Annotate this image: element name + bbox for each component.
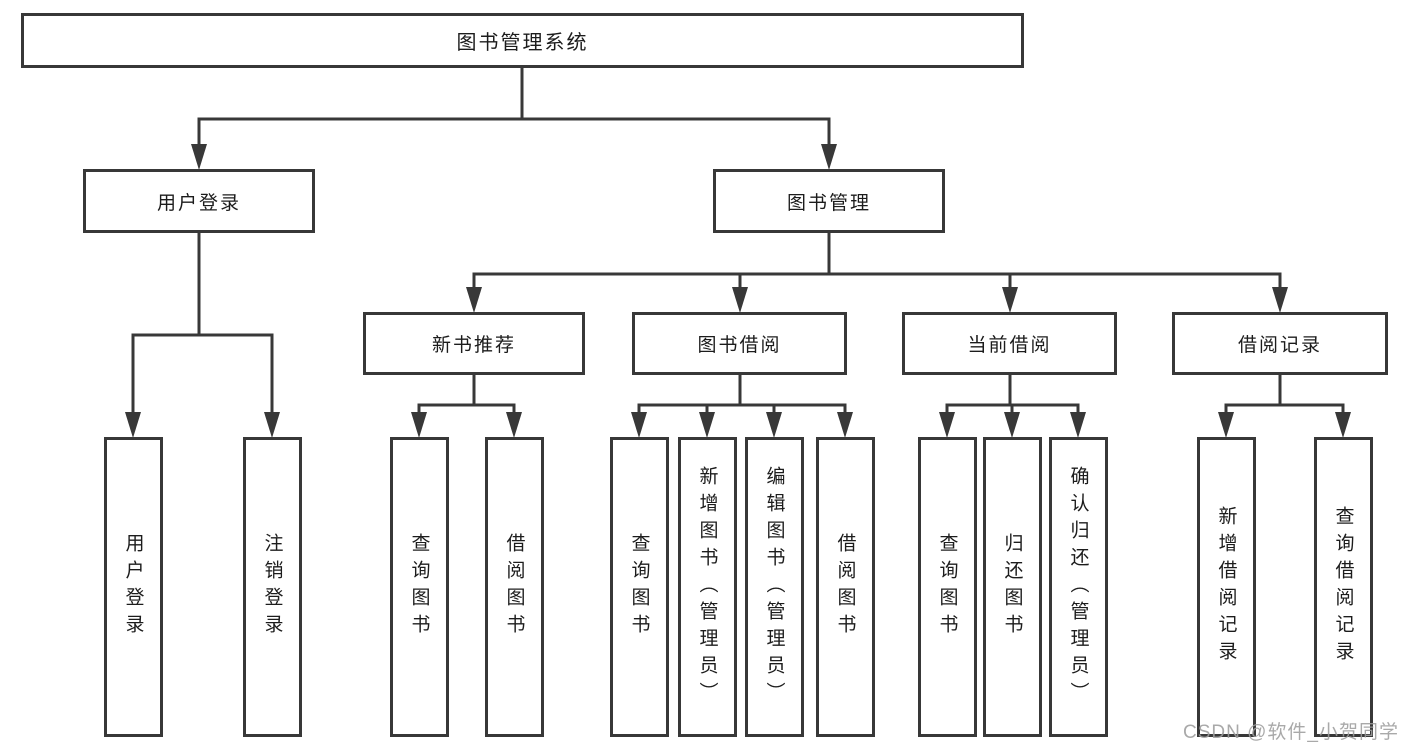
box-leaf-borrow-query-book: 查询图书 — [609, 437, 669, 737]
arrowhead-icon — [506, 412, 522, 438]
box-leaf-return-book: 归还图书 — [982, 437, 1042, 737]
box-book-management-label: 图书管理 — [786, 192, 871, 214]
box-new-book-recommend: 新书推荐 — [363, 312, 585, 375]
box-leaf-borrow-borrow-book-label: 借阅图书 — [834, 533, 856, 641]
arrowhead-icon — [1218, 412, 1234, 438]
box-leaf-recommend-borrow-book: 借阅图书 — [484, 437, 544, 737]
box-leaf-logout: 注销登录 — [242, 437, 302, 737]
box-leaf-edit-book-admin: 编辑图书（管理员） — [744, 437, 804, 737]
box-new-book-recommend-label: 新书推荐 — [431, 335, 516, 356]
box-leaf-query-borrow-record: 查询借阅记录 — [1313, 437, 1373, 737]
box-root-label: 图书管理系统 — [456, 32, 589, 54]
box-leaf-user-login: 用户登录 — [103, 437, 163, 737]
box-leaf-recommend-query-book-label: 查询图书 — [408, 533, 430, 641]
box-borrow-record-label: 借阅记录 — [1237, 335, 1322, 356]
box-leaf-recommend-borrow-book-label: 借阅图书 — [503, 533, 525, 641]
box-borrow-record: 借阅记录 — [1172, 312, 1388, 375]
box-leaf-add-borrow-record-label: 新增借阅记录 — [1215, 506, 1237, 668]
arrowhead-icon — [699, 412, 715, 438]
arrowhead-icon — [411, 412, 427, 438]
box-book-management: 图书管理 — [713, 169, 945, 233]
box-current-borrow-label: 当前借阅 — [967, 335, 1052, 356]
box-leaf-confirm-return-admin-label: 确认归还（管理员） — [1067, 465, 1089, 709]
arrowhead-icon — [631, 412, 647, 438]
box-root: 图书管理系统 — [21, 13, 1024, 68]
box-leaf-confirm-return-admin: 确认归还（管理员） — [1048, 437, 1108, 737]
box-leaf-borrow-borrow-book: 借阅图书 — [815, 437, 875, 737]
box-book-borrow: 图书借阅 — [632, 312, 847, 375]
box-leaf-recommend-query-book: 查询图书 — [389, 437, 449, 737]
arrowhead-icon — [1070, 412, 1086, 438]
arrowhead-icon — [1335, 412, 1351, 438]
box-leaf-add-borrow-record: 新增借阅记录 — [1196, 437, 1256, 737]
arrowhead-icon — [264, 412, 280, 438]
box-leaf-return-book-label: 归还图书 — [1001, 533, 1023, 641]
arrowhead-icon — [732, 287, 748, 313]
box-user-login-label: 用户登录 — [156, 192, 241, 214]
box-leaf-query-borrow-record-label: 查询借阅记录 — [1332, 506, 1354, 668]
arrowhead-icon — [1002, 287, 1018, 313]
arrowhead-icon — [1272, 287, 1288, 313]
box-current-borrow: 当前借阅 — [902, 312, 1117, 375]
box-leaf-borrow-query-book-label: 查询图书 — [628, 533, 650, 641]
box-leaf-current-query-book-label: 查询图书 — [936, 533, 958, 641]
box-user-login: 用户登录 — [83, 169, 315, 233]
arrowhead-icon — [125, 412, 141, 438]
box-leaf-add-book-admin-label: 新增图书（管理员） — [696, 465, 718, 709]
arrowhead-icon — [466, 287, 482, 313]
arrowhead-icon — [191, 144, 207, 170]
watermark: CSDN @软件_小贺同学 — [1183, 722, 1399, 743]
box-leaf-edit-book-admin-label: 编辑图书（管理员） — [763, 465, 785, 709]
box-leaf-user-login-label: 用户登录 — [122, 533, 144, 641]
arrowhead-icon — [821, 144, 837, 170]
arrowhead-icon — [837, 412, 853, 438]
box-leaf-logout-label: 注销登录 — [261, 533, 283, 641]
box-leaf-add-book-admin: 新增图书（管理员） — [677, 437, 737, 737]
arrowhead-icon — [939, 412, 955, 438]
box-leaf-current-query-book: 查询图书 — [917, 437, 977, 737]
box-book-borrow-label: 图书借阅 — [697, 335, 782, 356]
arrowhead-icon — [766, 412, 782, 438]
arrowhead-icon — [1004, 412, 1020, 438]
